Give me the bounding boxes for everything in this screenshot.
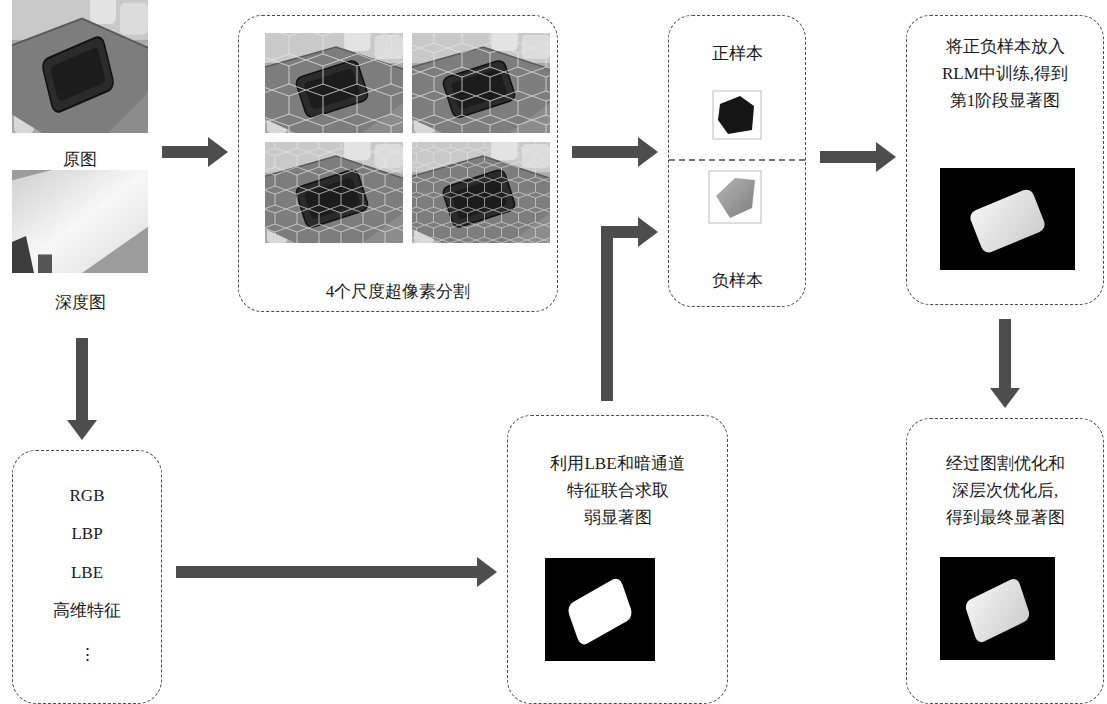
superpixel-photo <box>265 29 403 133</box>
arrow-head <box>477 557 497 587</box>
arrow-shaft <box>162 146 208 158</box>
arrow-head <box>876 142 896 172</box>
arrow-shaft <box>999 319 1011 388</box>
node-text: 将正负样本放入 RLM中训练,得到 第1阶段显著图 <box>923 33 1088 114</box>
sample-box: 正样本负样本 <box>668 15 806 307</box>
arrow-shaft <box>176 566 477 578</box>
node-text: 4个尺度超像素分割 <box>326 278 471 305</box>
arrow-head <box>638 137 658 167</box>
superpixel-photo <box>265 138 403 243</box>
superpixel-grid <box>265 33 403 133</box>
arrow-head <box>208 137 228 167</box>
feature-box: RGB LBP LBE 高维特征 ⋮ <box>12 450 162 704</box>
node-text: 正样本 <box>712 40 763 67</box>
node-text: 深度图 <box>55 289 106 316</box>
superpixel-grid <box>412 142 550 243</box>
negative-sample <box>716 178 755 218</box>
arrow-head <box>638 217 658 247</box>
arrow-shaft <box>76 338 88 420</box>
superpixel-photo <box>412 29 550 133</box>
node-text: ⋮ <box>79 641 96 668</box>
arrow-shaft <box>820 151 876 163</box>
arrow-shaft <box>572 146 638 158</box>
node-text: 经过图割优化和 深层次优化后, 得到最终显著图 <box>923 450 1088 531</box>
node-text: RGB <box>70 482 105 509</box>
flow-arrow <box>572 137 658 167</box>
superpixel-grid <box>265 142 403 243</box>
arrow-head <box>67 420 97 440</box>
process-box: 利用LBE和暗通道 特征联合求取 弱显著图 <box>507 415 728 704</box>
node-text: 高维特征 <box>53 597 121 624</box>
depth-map <box>12 170 148 273</box>
arrow-head <box>990 388 1020 408</box>
process-box: 将正负样本放入 RLM中训练,得到 第1阶段显著图 <box>906 15 1104 305</box>
process-box: 4个尺度超像素分割 <box>238 15 558 312</box>
node-text: LBP <box>71 520 102 547</box>
flow-arrow <box>990 319 1020 408</box>
flow-arrow <box>162 137 228 167</box>
flow-arrow <box>820 142 896 172</box>
node-text: 负样本 <box>712 267 763 294</box>
node-text: LBE <box>71 559 103 586</box>
superpixel-grid <box>412 33 550 133</box>
sample-frame <box>709 171 761 223</box>
process-box: 经过图割优化和 深层次优化后, 得到最终显著图 <box>906 418 1104 704</box>
original-photo <box>12 0 148 133</box>
stage1-saliency-map <box>940 168 1075 270</box>
superpixel-photo <box>412 138 550 243</box>
flow-arrow <box>67 338 97 440</box>
image-node: 原图 <box>12 0 148 181</box>
weak-saliency-map <box>545 558 655 661</box>
node-text: 原图 <box>63 146 97 173</box>
final-saliency-map <box>940 557 1055 660</box>
node-text: 利用LBE和暗通道 特征联合求取 弱显著图 <box>535 450 700 531</box>
divider-line <box>669 159 805 160</box>
sample-frame <box>713 91 761 139</box>
flow-arrow <box>176 557 497 587</box>
positive-sample <box>718 96 754 134</box>
flow-arrow <box>607 217 658 401</box>
arrow-shaft <box>607 232 638 401</box>
image-node: 深度图 <box>12 170 148 324</box>
